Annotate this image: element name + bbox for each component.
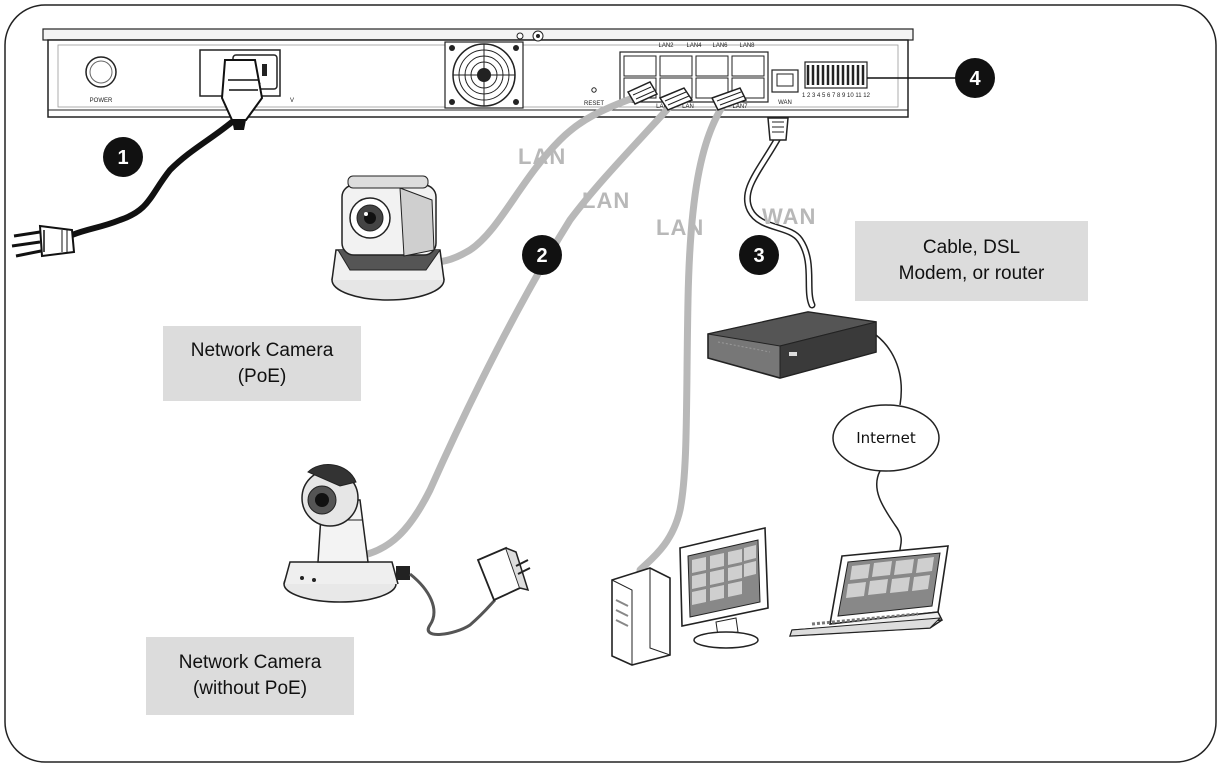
nvr-rear-panel: POWER V RESET [42,28,958,118]
cable-label-lan: LAN [656,215,704,240]
camera-no-poe-label-line: Network Camera [178,652,322,673]
cable-label-lan: LAN [518,144,566,169]
power-label: POWER [90,98,113,104]
lan-port-label-top: LAN8 [739,43,755,49]
modem-internet-line [875,334,902,406]
lan-port-label-bottom: LAN7 [732,104,748,110]
modem-label-box: Cable, DSL Modem, or router [855,221,1088,301]
rj45-plug-icon [626,81,659,105]
svg-text:4: 4 [969,68,981,90]
lan-port-label-top: LAN6 [712,43,728,49]
reset-pinhole-icon [591,87,597,93]
svg-text:1: 1 [117,147,128,169]
modem-router-icon [707,311,877,379]
lan-port-label-bottom: LAN [656,104,668,110]
reset-label: RESET [584,101,604,107]
step-marker-3: 3 [739,235,779,275]
cable-label-lan: LAN [582,188,630,213]
lan-cable-camera-no-poe [356,100,676,560]
step-marker-1: 1 [103,137,143,177]
network-camera-poe-icon [331,175,445,301]
power-cord-icon [11,59,264,258]
network-camera-no-poe-icon [283,464,531,636]
dio-label: 1 2 3 4 5 6 7 8 9 10 11 12 [802,93,871,99]
laptop-icon [789,545,949,637]
desktop-pc-icon [611,526,769,666]
modem-label-line: Modem, or router [898,263,1045,284]
step-marker-4: 4 [955,58,995,98]
camera-poe-label-box: Network Camera (PoE) [163,326,361,401]
camera-poe-label-line: Network Camera [190,339,334,361]
internet-label: Internet [856,429,916,447]
lan-port-label-top: LAN2 [658,43,674,49]
cooling-fan-icon [444,41,524,109]
lan-port-label-top: LAN4 [686,43,702,49]
lan-cable-pc [636,100,728,574]
rj45-plug-icon [710,87,748,111]
power-button-icon [85,56,117,88]
wan-port-icon [771,69,799,93]
internet-cloud [832,404,940,472]
diagram-frame [4,4,1217,763]
rj45-plug-icon [658,87,694,111]
svg-text:3: 3 [753,245,764,267]
lan-cable-poe-camera [426,91,645,266]
wan-cable [745,136,814,307]
voltage-label: V [290,98,294,104]
internet-laptop-line [875,470,902,551]
modem-label-line: Cable, DSL [922,237,1021,258]
camera-no-poe-label-line: (without PoE) [192,678,308,699]
camera-no-poe-label-box: Network Camera (without PoE) [146,637,354,715]
dio-terminal-block-icon [804,61,868,89]
cable-label-wan: WAN [762,204,816,229]
step-marker-2: 2 [522,235,562,275]
lan-port-label-bottom: LAN [682,104,694,110]
wan-port-label: WAN [778,100,792,106]
rj45-plug-icon [767,117,789,141]
svg-text:2: 2 [536,245,547,267]
camera-poe-label-line: (PoE) [237,365,287,387]
